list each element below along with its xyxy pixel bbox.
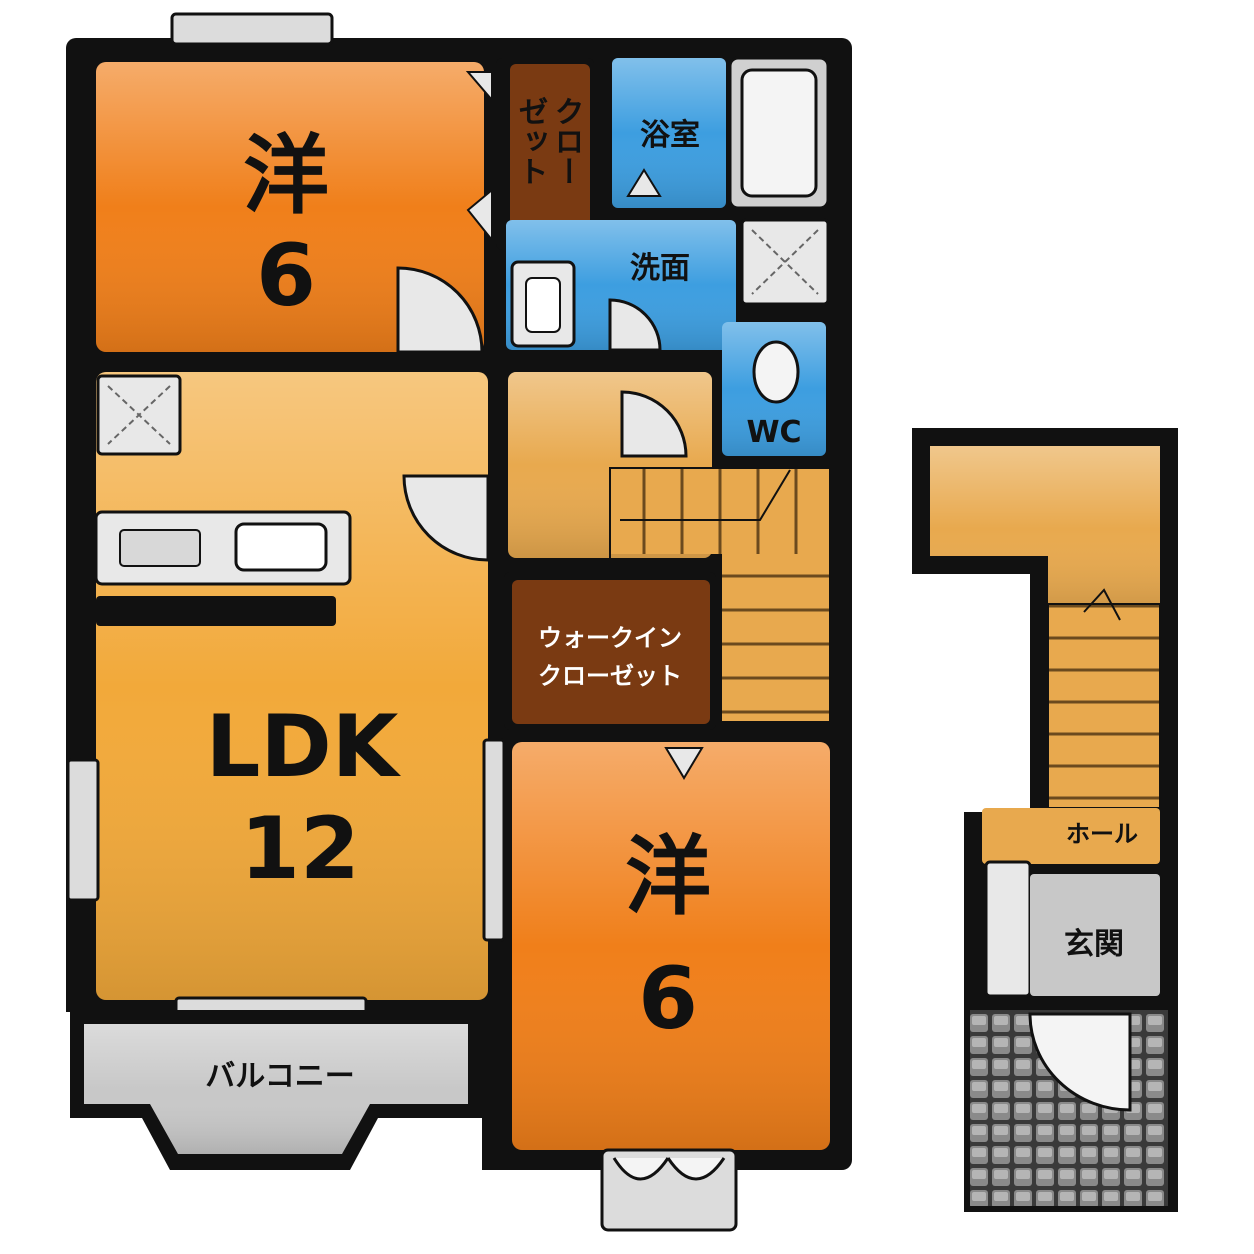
washer-space: [740, 218, 830, 306]
wc-label: WC: [746, 415, 801, 450]
bedroom-top: 洋 6: [96, 62, 484, 354]
washroom: 洗面: [506, 220, 736, 352]
closet-top-label-col2: ゼット: [513, 96, 548, 186]
window-left: [66, 758, 100, 902]
hall-label: ホール: [1066, 820, 1138, 848]
stairs-main: [609, 467, 831, 723]
bedroom-bottom: 洋 6: [512, 742, 830, 1150]
walk-in-closet-line1: ウォークイン: [538, 624, 682, 652]
closet-top: クロー ゼット: [465, 58, 594, 250]
kitchen-sink: [234, 522, 328, 572]
walk-in-closet-line2: クローゼット: [538, 662, 682, 690]
bathtub: [728, 56, 830, 210]
bathroom-label: 浴室: [640, 118, 700, 153]
ldk: LDK 12: [94, 372, 490, 1000]
stairs-entrance: [1048, 604, 1160, 808]
entrance: 玄関: [984, 860, 1160, 998]
balcony-label: バルコニー: [205, 1059, 354, 1094]
ldk-size: 12: [240, 799, 360, 899]
toilet: [752, 340, 800, 404]
walk-in-closet: ウォークイン クローゼット: [504, 572, 716, 730]
window-bedroom-bottom: [600, 1148, 738, 1232]
bedroom-top-size: 6: [256, 226, 316, 326]
bedroom-bottom-label: 洋: [625, 827, 711, 927]
bedroom-top-label: 洋: [243, 126, 329, 226]
balcony: バルコニー: [70, 1010, 482, 1170]
ldk-label: LDK: [206, 697, 402, 797]
washroom-label: 洗面: [630, 251, 690, 286]
bedroom-bottom-size: 6: [638, 949, 698, 1049]
shoe-cabinet: [984, 860, 1032, 998]
bathroom: 浴室: [612, 58, 726, 208]
window-ldk-right: [482, 738, 506, 942]
entrance-door: [1028, 1012, 1132, 1112]
entrance-porch: [970, 1010, 1168, 1206]
window-top: [170, 12, 334, 46]
entrance-label: 玄関: [1064, 927, 1124, 962]
closet-top-label-col1: クロー: [549, 96, 584, 186]
wc: WC: [722, 322, 826, 456]
hall: ホール: [982, 808, 1160, 864]
